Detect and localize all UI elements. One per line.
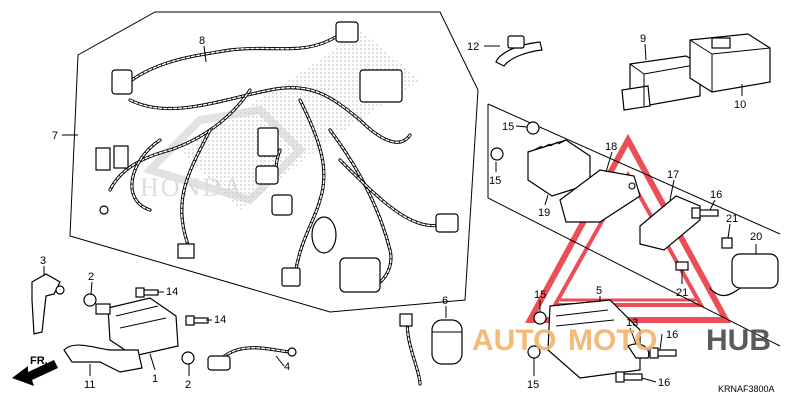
- callout-11: 11: [84, 379, 95, 391]
- part-16-bolt-a[interactable]: [691, 207, 719, 219]
- part-14-bolt-a[interactable]: [135, 287, 159, 298]
- callout-labels: 8 7 12 9 10 15 15 19 18 17 16 21 20 21 3…: [40, 33, 762, 391]
- honda-ghost-logo: HONDA: [140, 105, 306, 205]
- part-15-nut-a[interactable]: [526, 121, 540, 135]
- connector-j: [281, 267, 301, 287]
- bracket-panel: [487, 103, 781, 347]
- callout-21-b: 21: [676, 287, 688, 299]
- honda-ghost-text: HONDA: [140, 173, 244, 202]
- wire-harness-panel: HONDA: [69, 11, 479, 313]
- part-2-bolt-b[interactable]: [181, 351, 195, 365]
- callout-17: 17: [667, 169, 679, 181]
- part-15-nut-c[interactable]: [533, 311, 547, 325]
- connector-b: [335, 21, 359, 43]
- part-1-ignition-coil[interactable]: [95, 297, 179, 357]
- callout-15-c: 15: [534, 289, 546, 301]
- connector-a: [111, 69, 133, 95]
- part-16-bolt-c[interactable]: [615, 371, 643, 383]
- part-14-bolt-b[interactable]: [185, 315, 209, 326]
- diagram-code: KRNAF3800A: [718, 384, 775, 394]
- callout-16-b: 16: [666, 329, 678, 341]
- part-2-bolt-a[interactable]: [83, 293, 97, 307]
- grommet: [311, 216, 337, 254]
- part-4-plug-wire[interactable]: [207, 346, 297, 371]
- terminal-ring: [99, 205, 109, 215]
- connector-d: [113, 145, 129, 169]
- callout-14-b: 14: [214, 314, 226, 326]
- watermark-hub: HUB: [706, 324, 771, 357]
- part-3-plug-cap[interactable]: [31, 273, 65, 335]
- callout-19: 19: [538, 207, 550, 219]
- callout-2-a: 2: [88, 271, 94, 283]
- part-21-bolt-a[interactable]: [721, 237, 733, 249]
- front-direction-arrow: FR.: [12, 355, 58, 386]
- watermark-moto: MOTO: [568, 324, 657, 357]
- main-wire-harness[interactable]: [108, 28, 442, 292]
- part-12-wire-band[interactable]: [495, 35, 543, 67]
- part-13-clip[interactable]: [627, 343, 650, 359]
- part-11-bracket[interactable]: [63, 344, 143, 373]
- callout-16-c: 16: [658, 377, 670, 389]
- part-5-cover[interactable]: [547, 299, 641, 379]
- connector-c: [95, 147, 111, 171]
- callout-7: 7: [52, 130, 58, 142]
- direction-label: FR.: [30, 355, 48, 367]
- watermark-auto: AUTO: [472, 324, 556, 357]
- callout-6: 6: [442, 295, 448, 307]
- callout-9: 9: [640, 33, 646, 45]
- part-9-control-unit[interactable]: [621, 55, 701, 111]
- connector-h: [435, 213, 459, 233]
- callout-20: 20: [750, 231, 762, 243]
- callout-10: 10: [734, 99, 746, 111]
- part-6-condenser[interactable]: [399, 313, 463, 386]
- fuse-box: [339, 257, 381, 293]
- callout-16-a: 16: [710, 189, 722, 201]
- callout-4: 4: [284, 361, 290, 373]
- part-10-cover[interactable]: [689, 33, 771, 93]
- callout-13: 13: [626, 317, 638, 329]
- part-21-bolt-b[interactable]: [675, 261, 689, 271]
- callout-5: 5: [596, 285, 602, 297]
- callout-15-b: 15: [489, 175, 501, 187]
- callout-18: 18: [605, 141, 617, 153]
- watermark-text: AUTO MOTO HUB: [472, 324, 771, 357]
- connector-i: [177, 243, 195, 259]
- callout-3: 3: [40, 255, 46, 267]
- part-17-bracket[interactable]: [639, 195, 701, 251]
- callout-8: 8: [199, 35, 205, 47]
- callout-2-b: 2: [185, 379, 191, 391]
- callout-1: 1: [152, 373, 158, 385]
- relay-box: [359, 69, 403, 103]
- connector-f: [255, 165, 279, 185]
- part-18-bracket[interactable]: [559, 169, 641, 223]
- leader-lines: [43, 43, 757, 383]
- callout-21-a: 21: [726, 213, 738, 225]
- part-20-sensor[interactable]: [709, 253, 779, 297]
- callout-12: 12: [467, 41, 479, 53]
- callout-14-a: 14: [166, 286, 178, 298]
- part-16-bolt-b[interactable]: [649, 347, 677, 359]
- connector-g: [271, 194, 293, 216]
- callout-15-d: 15: [527, 379, 539, 391]
- part-15-nut-b[interactable]: [490, 147, 504, 161]
- connector-e: [257, 127, 279, 157]
- callout-15-a: 15: [502, 121, 514, 133]
